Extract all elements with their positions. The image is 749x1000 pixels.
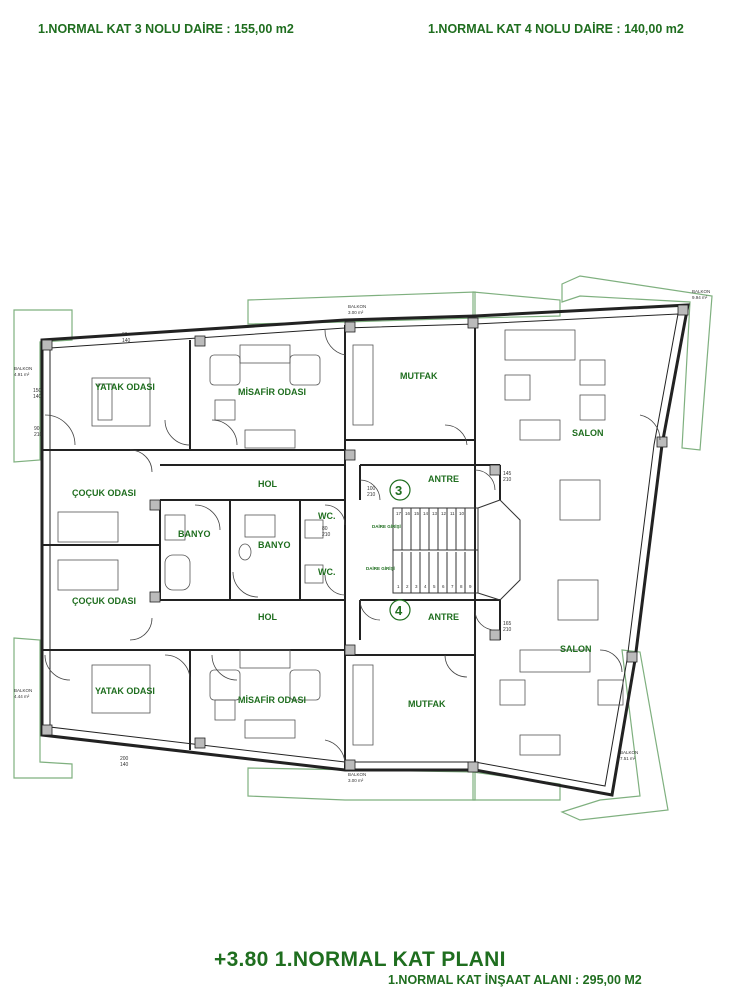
entrance-label-3: DAİRE GİRİŞİ [372, 523, 401, 529]
room-label-misafir-2: MİSAFİR ODASI [238, 695, 306, 705]
unit-3-marker [389, 479, 411, 501]
balcony-label-1: BALKON [348, 304, 366, 309]
header-right-unit-info: 1.NORMAL KAT 4 NOLU DAİRE : 140,00 m2 [428, 22, 684, 36]
room-label-hol-2: HOL [258, 612, 278, 622]
entrance-label-4: DAİRE GİRİŞİ [366, 565, 395, 571]
stair-num-2: 2 [406, 584, 409, 589]
stair-num-14: 14 [423, 511, 429, 516]
balcony-label-4: BALKON [14, 688, 32, 693]
stair-num-10: 10 [459, 511, 465, 516]
stair-num-11: 11 [450, 511, 455, 516]
stair-num-12: 12 [441, 511, 447, 516]
balcony-area-3: 4.91 m² [14, 372, 30, 377]
header-left-unit-info: 1.NORMAL KAT 3 NOLU DAİRE : 155,00 m2 [38, 22, 294, 36]
stair-num-6: 6 [442, 584, 445, 589]
room-label-misafir-1: MİSAFİR ODASI [238, 387, 306, 397]
door-swings [44, 329, 661, 766]
room-label-wc-1: WC. [318, 511, 336, 521]
interior-walls [42, 318, 501, 770]
room-label-salon-1: SALON [572, 428, 604, 438]
stair-num-7: 7 [451, 584, 454, 589]
room-label-mutfak-2: MUTFAK [408, 699, 446, 709]
stair-num-13: 13 [432, 511, 438, 516]
unit-4-marker [389, 599, 411, 621]
balcony-area-2: 9.94 m² [692, 295, 708, 300]
balcony-label-6: BALKON [620, 750, 638, 755]
balcony-area-4: 4.44 m² [14, 694, 30, 699]
balcony-area-5: 3.00 m² [348, 778, 364, 783]
exterior-walls [40, 303, 690, 797]
dim-door-wc: 80 [322, 526, 328, 532]
room-label-banyo-2: BANYO [258, 540, 291, 550]
dim-door-entrance-2: 165 [503, 621, 512, 627]
room-label-wc-2: WC. [318, 567, 336, 577]
dim-window-top: 60 [122, 332, 128, 338]
dim-window-bottomb: 140 [120, 762, 129, 768]
room-label-yatak-2: YATAK ODASI [95, 686, 155, 696]
dim-door-entrance-1: 145 [503, 471, 512, 477]
stair-num-15: 15 [414, 511, 420, 516]
stair-num-1: 1 [397, 584, 400, 589]
stair-num-8: 8 [460, 584, 463, 589]
stair-num-17: 17 [396, 511, 402, 516]
room-label-mutfak-1: MUTFAK [400, 371, 438, 381]
balcony-label-5: BALKON [348, 772, 366, 777]
dim-window-1: 90 [34, 426, 40, 432]
stair-num-4: 4 [424, 584, 427, 589]
dim-window-bottom: 200 [120, 756, 129, 762]
balcony-area-1: 3.00 m² [348, 310, 364, 315]
balcony-area-6: 7.51 m² [620, 756, 636, 761]
dim-door-2b: 210 [367, 492, 376, 498]
dim-window-1b: 210 [34, 432, 43, 438]
dim-door-2: 100 [367, 486, 376, 492]
dim-window-2b: 140 [33, 394, 42, 400]
room-label-salon-2: SALON [560, 644, 592, 654]
room-label-hol-1: HOL [258, 479, 278, 489]
plan-subtitle: 1.NORMAL KAT İNŞAAT ALANI : 295,00 M2 [388, 973, 642, 987]
dim-window-topb: 140 [122, 338, 131, 344]
balcony-outlines [13, 275, 713, 821]
stair-numbers: 17 16 15 14 13 12 11 10 1 2 3 4 5 6 7 8 … [396, 511, 472, 589]
dim-door-entrance-1b: 210 [503, 477, 512, 483]
dim-window-2: 150 [33, 388, 42, 394]
room-label-cocuk-2: ÇOÇUK ODASI [72, 596, 136, 606]
balcony-label-3: BALKON [14, 366, 32, 371]
stair-num-3: 3 [415, 584, 418, 589]
unit-3-number: 3 [395, 483, 402, 498]
stair-block [392, 499, 521, 601]
structural-columns [41, 304, 689, 773]
room-label-cocuk-1: ÇOÇUK ODASI [72, 488, 136, 498]
balcony-label-2: BALKON [692, 289, 710, 294]
stair-num-9: 9 [469, 584, 472, 589]
room-label-antre-2: ANTRE [428, 612, 459, 622]
dim-door-entrance-2b: 210 [503, 627, 512, 633]
unit-4-number: 4 [395, 603, 403, 618]
stair-num-16: 16 [405, 511, 411, 516]
dim-door-wcb: 210 [322, 532, 331, 538]
room-label-antre-1: ANTRE [428, 474, 459, 484]
room-label-banyo-1: BANYO [178, 529, 211, 539]
plan-title: +3.80 1.NORMAL KAT PLANI [214, 948, 506, 971]
furniture [57, 329, 624, 756]
room-label-yatak-1: YATAK ODASI [95, 382, 155, 392]
stair-num-5: 5 [433, 584, 436, 589]
